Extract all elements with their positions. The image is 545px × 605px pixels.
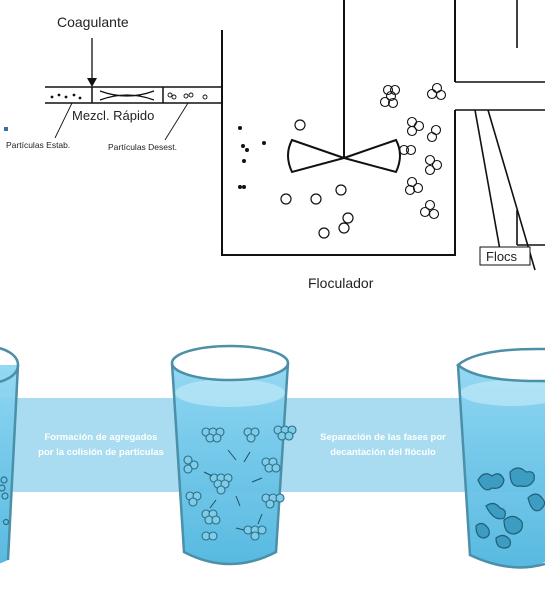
aggregation-caption: Formación de agregados por la colisión d…	[36, 430, 166, 460]
rapid-mixer-symbol	[99, 90, 155, 101]
coagulant-arrow	[87, 38, 97, 87]
stable-particles-label: Partículas Estab.	[6, 140, 71, 150]
tank-particles	[280, 119, 354, 239]
destabilized-particles-label: Partículas Desest.	[108, 142, 177, 152]
tank-small-particles	[238, 126, 266, 189]
separation-caption-line1: Separación de las fases por	[320, 432, 446, 443]
aggregation-caption-line2: por la colisión de partículas	[38, 447, 164, 458]
flocs-label: Flocs	[486, 249, 518, 264]
coagulant-label: Coagulante	[57, 14, 129, 30]
separation-caption: Separación de las fases por decantación …	[308, 430, 458, 460]
flocculator-label: Floculador	[308, 275, 374, 291]
tank-flocs	[379, 82, 447, 220]
inlet-pipe	[45, 86, 222, 104]
label-leader-lines	[54, 102, 189, 141]
outlet-channel	[455, 0, 545, 271]
flocculator-tank	[221, 0, 456, 256]
beaker-middle	[170, 344, 297, 566]
aggregation-caption-line1: Formación de agregados	[44, 432, 158, 443]
beaker-left	[0, 347, 20, 564]
flocs-label-box	[479, 246, 531, 266]
flocculation-process-schematic: Coagulante Mezcl. Rápido Partículas Esta…	[0, 0, 545, 300]
stable-particles-dots	[50, 93, 82, 100]
legend-marker	[4, 127, 8, 131]
separation-caption-line2: decantación del flóculo	[330, 447, 436, 458]
beakers-illustration: Formación de agregados por la colisión d…	[0, 300, 545, 600]
destabilized-particles-dots	[167, 92, 208, 100]
agitator	[287, 0, 401, 174]
beaker-right	[456, 347, 545, 569]
rapid-mix-label: Mezcl. Rápido	[72, 108, 155, 123]
